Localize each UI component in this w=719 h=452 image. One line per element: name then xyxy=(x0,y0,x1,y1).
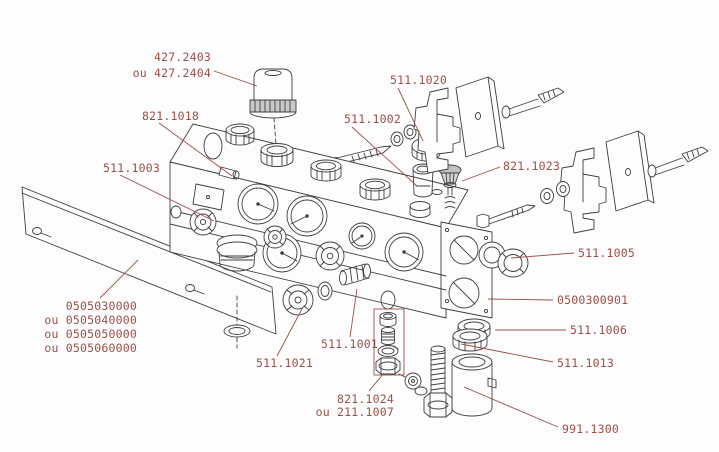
washer-pair-drawing xyxy=(390,124,417,147)
manifold-top-caps-drawing xyxy=(225,123,443,218)
wall-bracket-kit-drawing xyxy=(413,76,565,174)
tailpiece-assembly-drawing xyxy=(423,328,497,418)
part-label-511-1013: 511.1013 xyxy=(557,356,614,370)
highlight-box xyxy=(373,308,405,376)
part-label-821-1018: 821.1018 xyxy=(142,109,199,123)
plug-kit-drawing xyxy=(375,312,401,375)
leader-line-821-1018 xyxy=(158,122,233,177)
wall-bracket-kit-drawing xyxy=(476,130,709,234)
handwheels-drawing xyxy=(189,208,345,271)
drain-washer-drawing xyxy=(223,295,251,349)
drain-elbow-drawing xyxy=(339,263,371,286)
leader-lines-layer xyxy=(99,70,575,428)
part-label-821-1023: 821.1023 xyxy=(503,159,560,173)
leader-line-0500300901 xyxy=(487,298,554,301)
part-label-0500300901: 0500300901 xyxy=(557,293,628,307)
left-union-drawing xyxy=(216,234,258,272)
wall-screw-icon xyxy=(647,146,709,178)
washer-pair-drawing xyxy=(540,181,570,204)
leader-line-821-1024 xyxy=(368,372,385,392)
plate-screw-icon xyxy=(32,227,52,238)
leader-line-821-1023 xyxy=(461,166,501,182)
leader-line-427-2403 xyxy=(213,70,258,87)
actuator-head-drawing xyxy=(249,68,297,146)
flow-gauges-drawing xyxy=(237,183,424,273)
part-label-991-1300: 991.1300 xyxy=(562,422,619,436)
part-label-511-1001: 511.1001 xyxy=(321,337,378,351)
leader-line-511-1020 xyxy=(397,87,424,142)
drain-cock-drawing xyxy=(398,372,428,396)
leader-line-511-1005 xyxy=(510,252,575,259)
leader-line-511-1013 xyxy=(460,343,554,363)
part-label-511-1003: 511.1003 xyxy=(103,161,160,175)
part-label-511-1002: 511.1002 xyxy=(344,112,401,126)
leader-line-0505030000 xyxy=(99,259,139,299)
leader-line-511-1003 xyxy=(119,174,215,222)
wall-screw-icon xyxy=(501,87,565,119)
leader-line-991-1300 xyxy=(463,386,559,428)
line-art-layer xyxy=(21,68,709,418)
plate-screw-icon xyxy=(185,284,205,295)
part-label-511-1005: 511.1005 xyxy=(578,246,635,260)
end-union-drawing xyxy=(478,241,529,278)
machine-bolt-icon xyxy=(476,204,536,229)
leader-line-511-1021 xyxy=(276,306,304,357)
part-label-511-1021: 511.1021 xyxy=(256,356,313,370)
part-label-511-1020: 511.1020 xyxy=(390,73,447,87)
part-label-511-1006: 511.1006 xyxy=(570,323,627,337)
handwheel-drawing xyxy=(282,281,333,316)
leader-line-511-1002 xyxy=(351,126,418,187)
leader-line-511-1001 xyxy=(349,288,358,338)
